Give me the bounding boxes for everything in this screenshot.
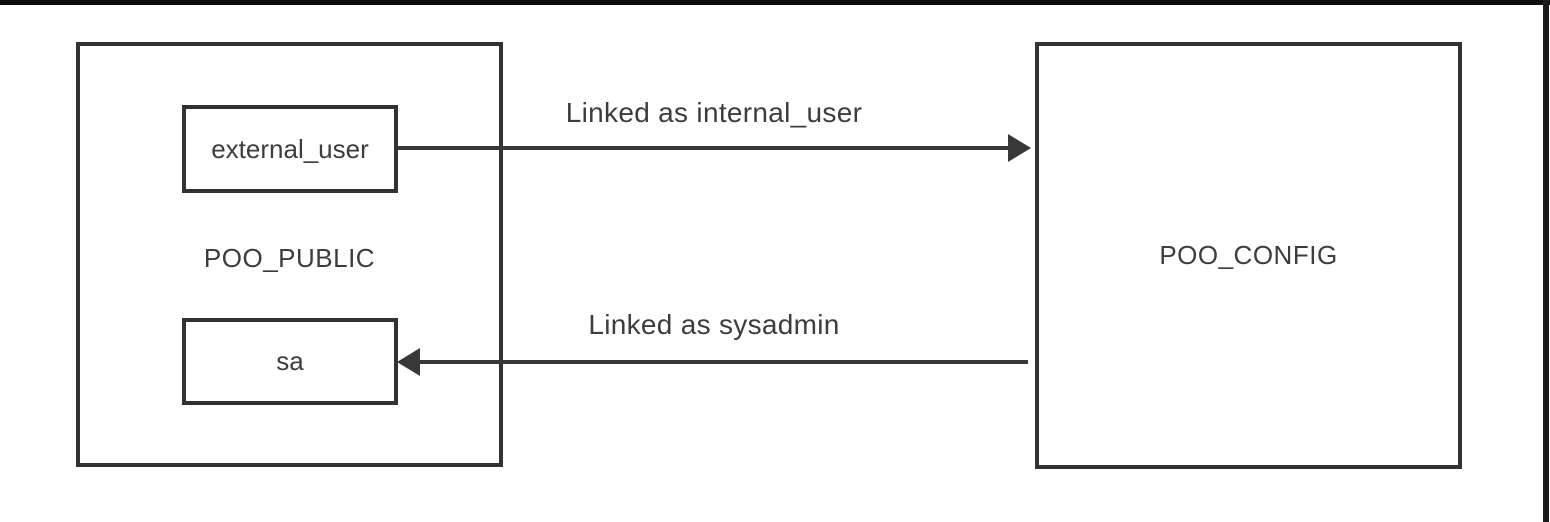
external-user-label: external_user (211, 133, 369, 164)
right-edge-bar (1543, 0, 1549, 522)
poo-config-label: POO_CONFIG (1159, 240, 1338, 270)
node-external-user: external_user (182, 105, 398, 193)
arrowhead-right-icon (1008, 134, 1031, 162)
link-sysadmin-label: Linked as sysadmin (588, 309, 840, 340)
sa-label: sa (276, 346, 304, 376)
top-edge-bar (0, 0, 1550, 5)
link-sysadmin-line (418, 360, 1028, 364)
poo-public-label: POO_PUBLIC (203, 243, 376, 273)
link-internal-user-line (398, 146, 1010, 150)
node-sa: sa (182, 318, 398, 405)
arrowhead-left-icon (397, 348, 420, 376)
container-poo-config (1035, 42, 1462, 469)
link-internal-user-label: Linked as internal_user (565, 97, 863, 128)
